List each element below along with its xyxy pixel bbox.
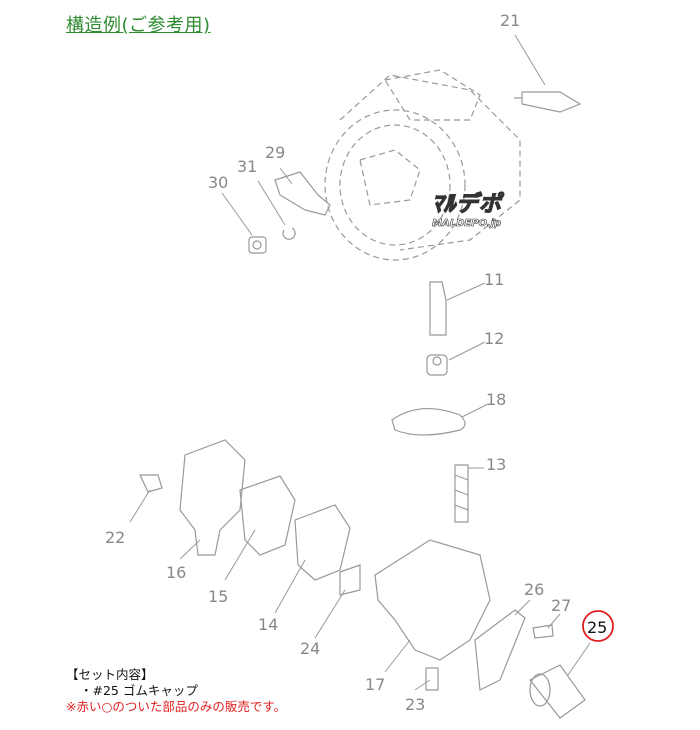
label-part-21: 21	[500, 11, 520, 30]
label-part-14: 14	[258, 615, 278, 634]
highlight-part-25: 25	[582, 610, 614, 642]
part-15-gasket	[239, 475, 296, 556]
part-29-plate	[274, 171, 331, 216]
label-part-13: 13	[486, 455, 506, 474]
label-part-26: 26	[524, 580, 544, 599]
part-25-rubber-cap	[529, 664, 586, 719]
part-27-screw	[532, 624, 554, 639]
label-part-12: 12	[484, 329, 504, 348]
part-11-needle	[429, 281, 447, 336]
engine-body-outline	[324, 69, 521, 261]
label-part-22: 22	[105, 528, 125, 547]
part-14-diaphragm	[294, 504, 351, 581]
page-title: 構造例(ご参考用)	[66, 15, 211, 36]
label-part-27: 27	[551, 596, 571, 615]
label-part-31: 31	[237, 157, 257, 176]
part-18-float	[391, 407, 466, 436]
part-21-bolt	[514, 91, 582, 113]
part-30-nut	[248, 236, 267, 254]
part-26-gasket	[474, 609, 526, 691]
label-part-23: 23	[405, 695, 425, 714]
part-12-cap	[426, 354, 448, 376]
watermark-url: MALDEPO.jp	[432, 218, 502, 230]
notes-heading: 【セット内容】	[66, 667, 154, 682]
label-part-18: 18	[486, 390, 506, 409]
part-24-spring	[339, 564, 361, 596]
label-part-25: 25	[587, 618, 607, 637]
label-part-16: 16	[166, 563, 186, 582]
set-contents-notes: 【セット内容】 ・#25 ゴムキャップ ※赤い○のついた部品のみの販売です。	[66, 667, 286, 715]
part-23-screw	[425, 667, 439, 691]
part-16-pump-body	[179, 439, 246, 556]
watermark-logo: ﾏﾙデポ	[431, 191, 503, 217]
label-part-29: 29	[265, 143, 285, 162]
label-part-24: 24	[300, 639, 320, 658]
part-31-clip	[282, 227, 296, 240]
label-part-30: 30	[208, 173, 228, 192]
label-part-11: 11	[484, 270, 504, 289]
part-17-carb-body	[374, 539, 491, 661]
notes-item: ・#25 ゴムキャップ	[80, 683, 198, 698]
label-part-15: 15	[208, 587, 228, 606]
label-part-17: 17	[365, 675, 385, 694]
part-22-screw	[139, 474, 163, 493]
part-13-spring	[454, 464, 469, 523]
notes-warning: ※赤い○のついた部品のみの販売です。	[66, 699, 287, 714]
